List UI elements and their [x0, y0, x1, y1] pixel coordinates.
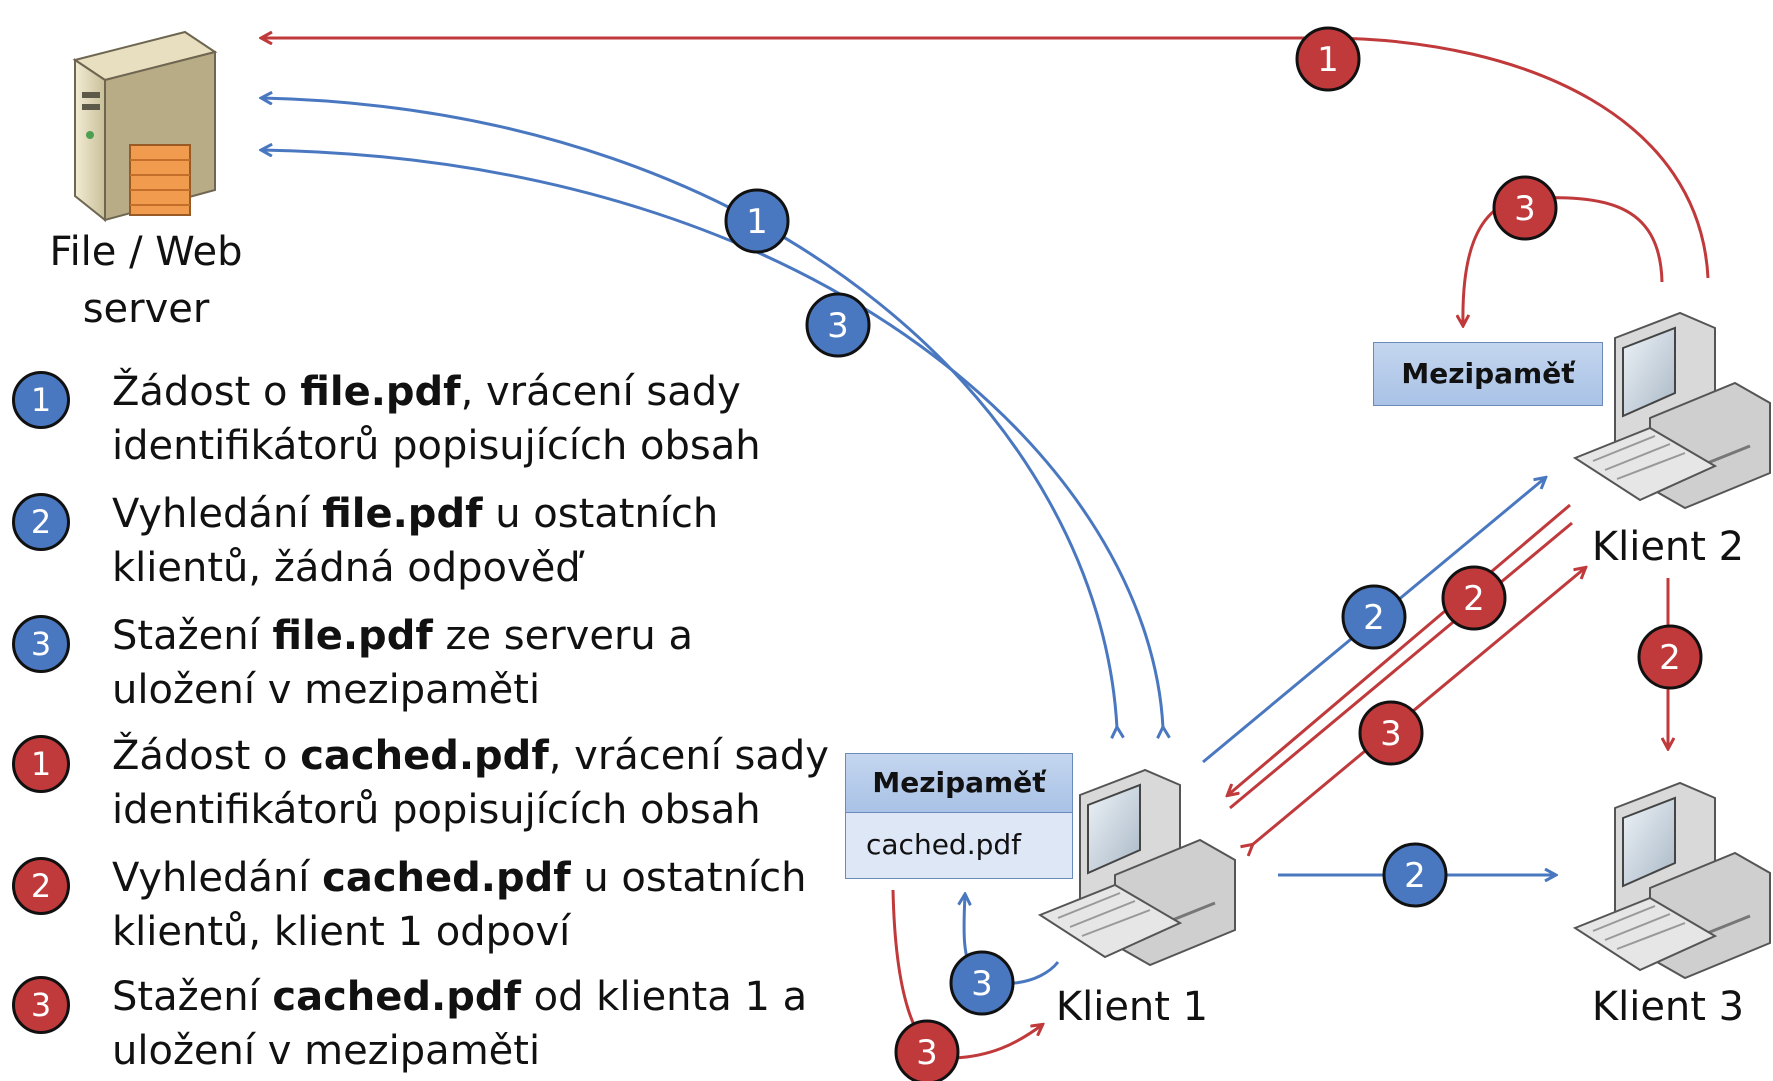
legend-badge: 2: [12, 857, 70, 915]
badge-red-client2-to-client3: 2: [1637, 624, 1703, 690]
legend-badge: 1: [12, 371, 70, 429]
badge-red-client1-to-client2: 2: [1441, 565, 1507, 631]
server-label-line2: server: [83, 286, 210, 332]
svg-text:2: 2: [1363, 598, 1385, 638]
legend-text: Vyhledání cached.pdf u ostatních klientů…: [112, 855, 807, 955]
legend-badge: 1: [12, 735, 70, 793]
badge-red-download-client1-to-client2: 3: [1358, 700, 1424, 766]
client1-cache-item: cached.pdf: [866, 828, 1021, 861]
client1-label: Klient 1: [1056, 984, 1208, 1030]
svg-text:3: 3: [1514, 189, 1536, 229]
arrow-red-server-request: [262, 38, 1710, 279]
client2-label: Klient 2: [1592, 524, 1744, 570]
arrow-blue-server-download: [262, 150, 1163, 728]
badge-red-server-request: 1: [1295, 26, 1361, 92]
svg-text:1: 1: [1317, 40, 1339, 80]
legend-badge: 3: [12, 976, 70, 1034]
server-icon: [72, 30, 218, 223]
legend-text: Vyhledání file.pdf u ostatních klientů, …: [112, 491, 719, 591]
legend-badge: 3: [12, 615, 70, 673]
arrow-red-client2-cache: [1463, 196, 1664, 325]
svg-text:1: 1: [746, 202, 768, 242]
svg-text:2: 2: [1659, 638, 1681, 678]
svg-text:3: 3: [827, 306, 849, 346]
badge-blue-server-request: 1: [724, 188, 790, 254]
svg-text:3: 3: [1380, 714, 1402, 754]
computer-icon-client3: [1572, 781, 1771, 980]
arrow-red-client1-to-client2: [1229, 521, 1573, 810]
arrow-red-download-client1-to-client2: [1252, 568, 1585, 845]
svg-text:2: 2: [1404, 856, 1426, 896]
client1-cache-title: Mezipaměť: [846, 754, 1072, 813]
client2-cache-box: Mezipaměť: [1373, 342, 1603, 406]
badge-red-client2-cache: 3: [1492, 175, 1558, 241]
server-label: File / Web: [49, 229, 242, 275]
computer-icon-client2: [1572, 311, 1771, 510]
svg-text:3: 3: [916, 1033, 938, 1073]
svg-text:2: 2: [1463, 579, 1485, 619]
legend-text: Stažení file.pdf ze serveru a uložení v …: [112, 613, 693, 713]
legend-text: Stažení cached.pdf od klienta 1 a uložen…: [112, 974, 808, 1074]
client3-label: Klient 3: [1592, 984, 1744, 1030]
legend-text: Žádost o cached.pdf, vrácení sady identi…: [112, 733, 829, 833]
badge-blue-server-download: 3: [805, 292, 871, 358]
svg-text:3: 3: [971, 964, 993, 1004]
legend-text: Žádost o file.pdf, vrácení sady identifi…: [112, 369, 761, 469]
client1-cache-box: Mezipaměť cached.pdf: [845, 753, 1073, 879]
legend-badge: 2: [12, 493, 70, 551]
badge-blue-client1-cache: 3: [949, 950, 1015, 1016]
computer-icon-client1: [1037, 768, 1236, 967]
badge-blue-client1-to-client3: 2: [1382, 842, 1448, 908]
badge-red-client1-cache: 3: [894, 1019, 960, 1081]
badge-blue-client1-to-client2: 2: [1341, 584, 1407, 650]
